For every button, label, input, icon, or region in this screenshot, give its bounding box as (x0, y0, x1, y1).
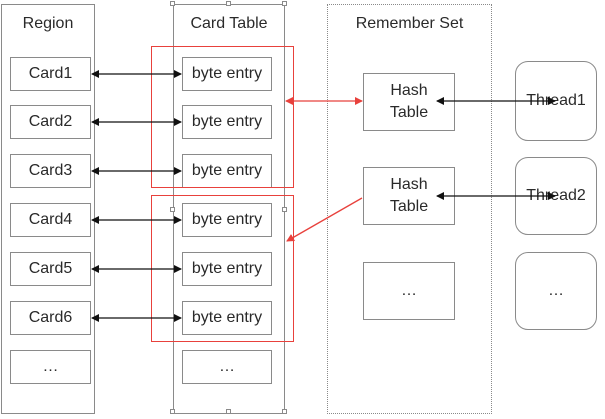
byte-entry-2: byte entry (182, 105, 272, 139)
byte-entry-4: byte entry (182, 203, 272, 237)
selection-handle[interactable] (226, 1, 231, 6)
hash-table-1: Hash Table (363, 73, 455, 131)
byte-entry-1: byte entry (182, 57, 272, 91)
region-card-5: Card5 (10, 252, 91, 286)
selection-handle[interactable] (282, 409, 287, 414)
hash2-group-arrow (286, 197, 363, 242)
selection-handle[interactable] (170, 1, 175, 6)
byte-entry-6: byte entry (182, 301, 272, 335)
thread-ellipsis: … (515, 252, 597, 330)
hash-table-ellipsis: … (363, 262, 455, 320)
selection-handle[interactable] (282, 1, 287, 6)
selection-handle[interactable] (226, 409, 231, 414)
region-card-6: Card6 (10, 301, 91, 335)
region-column: Region (1, 4, 95, 414)
selection-handle[interactable] (170, 207, 175, 212)
byte-entry-5: byte entry (182, 252, 272, 286)
selection-handle[interactable] (170, 409, 175, 414)
region-card-3: Card3 (10, 154, 91, 188)
byte-entry-ellipsis: … (182, 350, 272, 384)
region-title: Region (22, 15, 74, 32)
region-card-2: Card2 (10, 105, 91, 139)
selection-handle[interactable] (282, 207, 287, 212)
byte-entry-3: byte entry (182, 154, 272, 188)
card-table-title: Card Table (190, 15, 268, 32)
remember-set-column: Remember Set (327, 4, 492, 414)
region-card-4: Card4 (10, 203, 91, 237)
remember-set-title: Remember Set (355, 15, 464, 32)
region-card-1: Card1 (10, 57, 91, 91)
card-group-highlight-top (151, 46, 294, 188)
region-card-ellipsis: … (10, 350, 91, 384)
